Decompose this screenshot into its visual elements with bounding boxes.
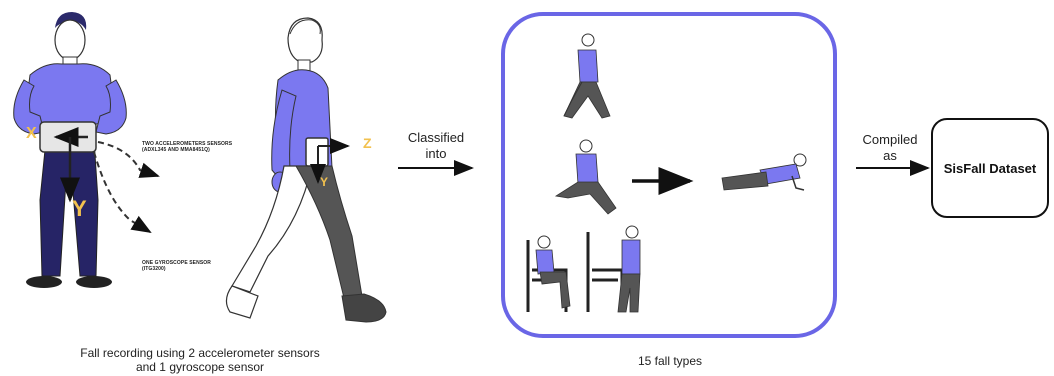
compiled-label-line1: Compiled [862, 132, 918, 147]
gyro-dashed-arrow [93, 151, 152, 234]
compiled-label: Compiled as [852, 132, 928, 164]
axis-x-label: X [26, 125, 37, 142]
recording-caption-line2: and 1 gyroscope sensor [135, 360, 265, 374]
classified-label: Classified into [396, 130, 476, 162]
sisfall-dataset-label: SisFall Dataset [943, 160, 1037, 176]
accelerometer-label: TWO ACCELEROMETERS SENSORS (ADXL345 AND … [142, 141, 232, 153]
gyroscope-label-line1: ONE GYROSCOPE SENSOR [142, 260, 211, 266]
fall-types-caption: 15 fall types [637, 354, 703, 368]
fallen-figure [721, 153, 807, 191]
classified-label-line2: into [425, 146, 447, 161]
walking-figure [563, 33, 611, 119]
compiled-label-line2: as [883, 148, 897, 163]
classified-label-line1: Classified [407, 130, 465, 145]
axis-z-label: Z [363, 135, 372, 151]
recording-caption: Fall recording using 2 accelerometer sen… [40, 346, 360, 374]
tripping-figure [554, 139, 617, 215]
sisfall-dataset-box: SisFall Dataset [931, 118, 1049, 218]
sitting-figure-chair [526, 235, 571, 312]
standing-figure-chair [586, 225, 641, 313]
side-person-figure [225, 17, 387, 323]
front-person-figure [13, 12, 127, 288]
gyroscope-label: ONE GYROSCOPE SENSOR (ITG3200) [142, 260, 211, 272]
accel-dashed-arrow [97, 141, 160, 178]
axis-y-label-front: Y [72, 196, 87, 221]
accelerometer-label-line1: TWO ACCELEROMETERS SENSORS [142, 141, 233, 147]
accelerometer-label-line2: (ADXL345 AND MMA8451Q) [142, 147, 210, 153]
recording-caption-line1: Fall recording using 2 accelerometer sen… [80, 346, 320, 360]
axis-y-label-side: Y [320, 175, 328, 189]
gyroscope-label-line2: (ITG3200) [142, 266, 166, 272]
